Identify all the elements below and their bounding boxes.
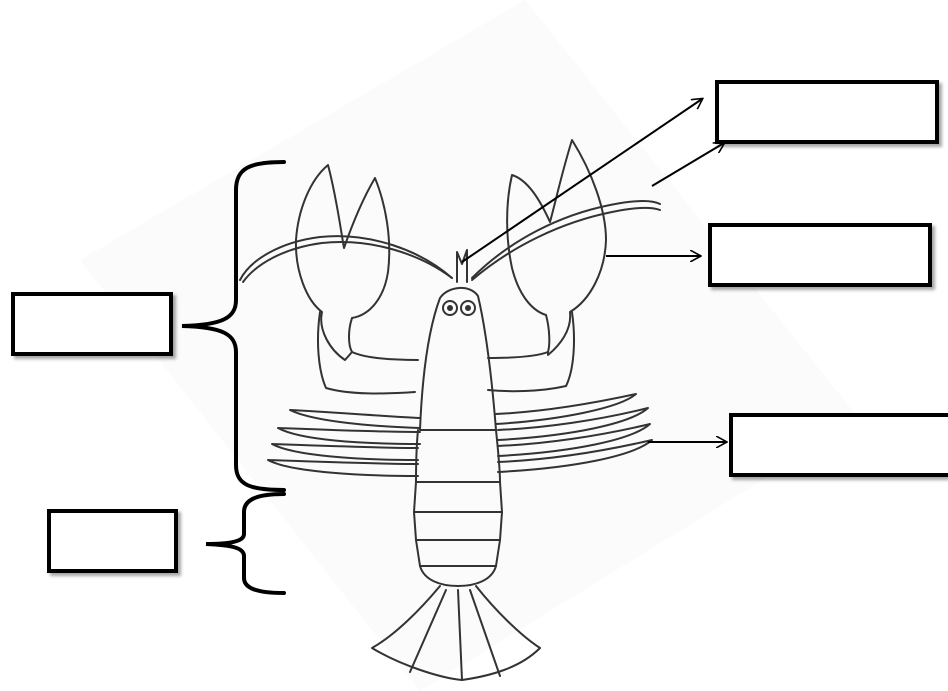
cephalothorax-label-box[interactable] (11, 292, 173, 356)
antenna-arrow (651, 143, 724, 187)
left-leg-4 (267, 459, 419, 477)
left-leg-2 (277, 427, 421, 445)
tail-fan-rib-1 (409, 589, 447, 673)
left-antenna-inner (242, 241, 453, 283)
abdomen-label-box[interactable] (47, 509, 178, 573)
cephalothorax (419, 287, 497, 431)
left-claw (294, 164, 391, 361)
claw-label-box[interactable] (708, 223, 932, 287)
abdomen-brace (205, 492, 286, 595)
right-leg-1 (495, 393, 637, 425)
abdomen-segment-3 (413, 511, 503, 541)
antennule (456, 249, 468, 283)
right-leg-3 (497, 423, 651, 457)
right-antenna-inner (471, 206, 661, 281)
left-arm (317, 311, 416, 395)
cephalothorax-brace (181, 160, 286, 492)
tail-fan-rib-2 (457, 589, 463, 681)
left-leg-3 (271, 443, 419, 461)
eyes (442, 300, 476, 316)
left-antenna (239, 235, 453, 281)
abdomen-segment-4 (415, 539, 501, 567)
abdomen-segment-2 (413, 481, 503, 513)
right-arm-inner (487, 351, 549, 359)
right-claw (506, 139, 607, 356)
antennule-label-box[interactable] (715, 80, 939, 144)
antennule-arrow (461, 99, 702, 263)
right-arm (487, 311, 575, 393)
paper-background (80, 0, 860, 691)
abdomen-segment-5 (419, 565, 497, 587)
right-leg-2 (497, 407, 649, 441)
left-arm-inner (351, 351, 419, 361)
right-leg-4 (497, 439, 653, 473)
walking-legs-label-box[interactable] (729, 413, 948, 477)
left-leg-1 (289, 409, 421, 429)
right-antenna (471, 200, 661, 279)
tail-fan-rib-3 (469, 589, 501, 677)
